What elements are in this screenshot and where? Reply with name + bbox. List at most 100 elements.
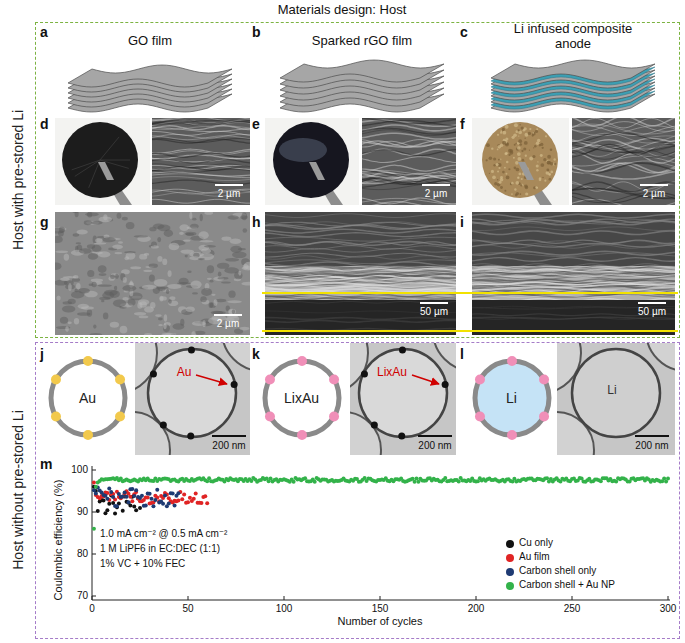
tick-mark [572,596,573,600]
gleam [279,138,327,162]
texture-streak [152,131,250,135]
graphene-sheet [68,65,232,87]
speckle [528,132,531,135]
tick-mark [92,470,96,471]
texture-streak [572,156,675,166]
data-point [102,499,106,503]
data-point [151,504,155,508]
sample-photo [472,118,569,205]
nanoparticle [50,411,60,421]
data-point [148,492,152,496]
axis-tick-label: 80 [77,548,88,560]
texture-streak [572,133,675,143]
speckle [500,176,503,179]
surface-grain [59,227,65,233]
speckle [519,143,522,146]
surface-grain [201,288,212,296]
texture-streak [572,143,675,153]
texture-streak [265,237,456,241]
scale-bar [638,302,666,304]
surface-grain [243,228,248,233]
texture-streak [265,246,456,250]
speckle [521,127,524,130]
scale-bar-label: 200 nm [418,440,451,452]
sample-photo [265,118,359,205]
texture-streak [472,270,675,273]
nanoparticle [539,411,549,421]
data-point [92,481,96,485]
speckle [543,158,546,161]
speckle [502,131,506,135]
texture-streak [265,275,456,278]
data-point [123,490,127,494]
data-point [123,491,127,495]
texture-streak [472,269,675,272]
speckle [502,141,506,145]
data-point [96,509,100,513]
speckle [504,167,506,169]
speckle [498,159,500,161]
nanoparticle [115,411,125,421]
nanoparticle [371,422,378,429]
surface-grain [123,277,127,283]
figure-label: 1% VC + 10% FEC [100,558,185,570]
texture-streak [362,120,456,126]
surface-grain [238,248,246,250]
figure-label: Li [607,384,616,398]
texture-streak [152,159,250,163]
tick-mark [92,596,96,597]
film-stack-illustration [68,65,232,112]
speckle [520,193,522,195]
carbon-shell [572,349,660,437]
figure-label: Number of cycles [338,615,423,628]
data-point [132,504,136,508]
texture-streak [152,177,250,181]
surface-grain [238,271,241,276]
texture-streak [472,241,675,245]
data-point [167,501,171,505]
legend-label: Carbon shell only [519,565,596,577]
speckle [500,132,502,134]
surface-grain [227,300,242,303]
scale-bar [214,314,242,316]
particle-circle: Li [470,356,554,440]
figure-label: 1 M LiPF6 in EC:DEC (1:1) [100,543,220,555]
texture-streak [265,318,456,320]
texture-streak [472,274,675,277]
data-point [153,498,157,502]
panel-letter: b [252,24,261,40]
sample-photo [55,118,150,205]
texture-streak [362,165,456,171]
surface-grain [183,239,191,241]
texture-streak [472,214,675,218]
sample-disk [273,122,349,198]
graphene-sheet [491,60,655,82]
data-point [182,493,186,497]
data-point [163,494,167,498]
speckle [546,169,549,172]
texture-streak [362,150,456,156]
surface-grain [130,266,141,269]
data-point [173,504,177,508]
panel-letter: d [40,116,49,132]
scale-bar [418,435,452,437]
texture-streak [472,266,675,269]
data-point [171,491,175,495]
panel-letter: m [40,456,52,472]
legend-swatch [506,582,514,590]
tick-mark [668,596,669,600]
speckle [523,127,526,130]
panel-letter: f [460,116,465,132]
figure-label: LixAu [377,366,407,380]
surface-grain [87,270,94,277]
carbon-shell [148,349,236,437]
surface-grain [55,236,63,243]
sample-disk [482,122,558,198]
surface-grain [102,237,115,242]
thickness-guide [262,330,678,332]
speckle [514,123,518,127]
tweezer-tip [98,162,114,180]
surface-grain [157,256,162,262]
surface-grain [232,251,247,258]
texture-streak [472,269,675,272]
